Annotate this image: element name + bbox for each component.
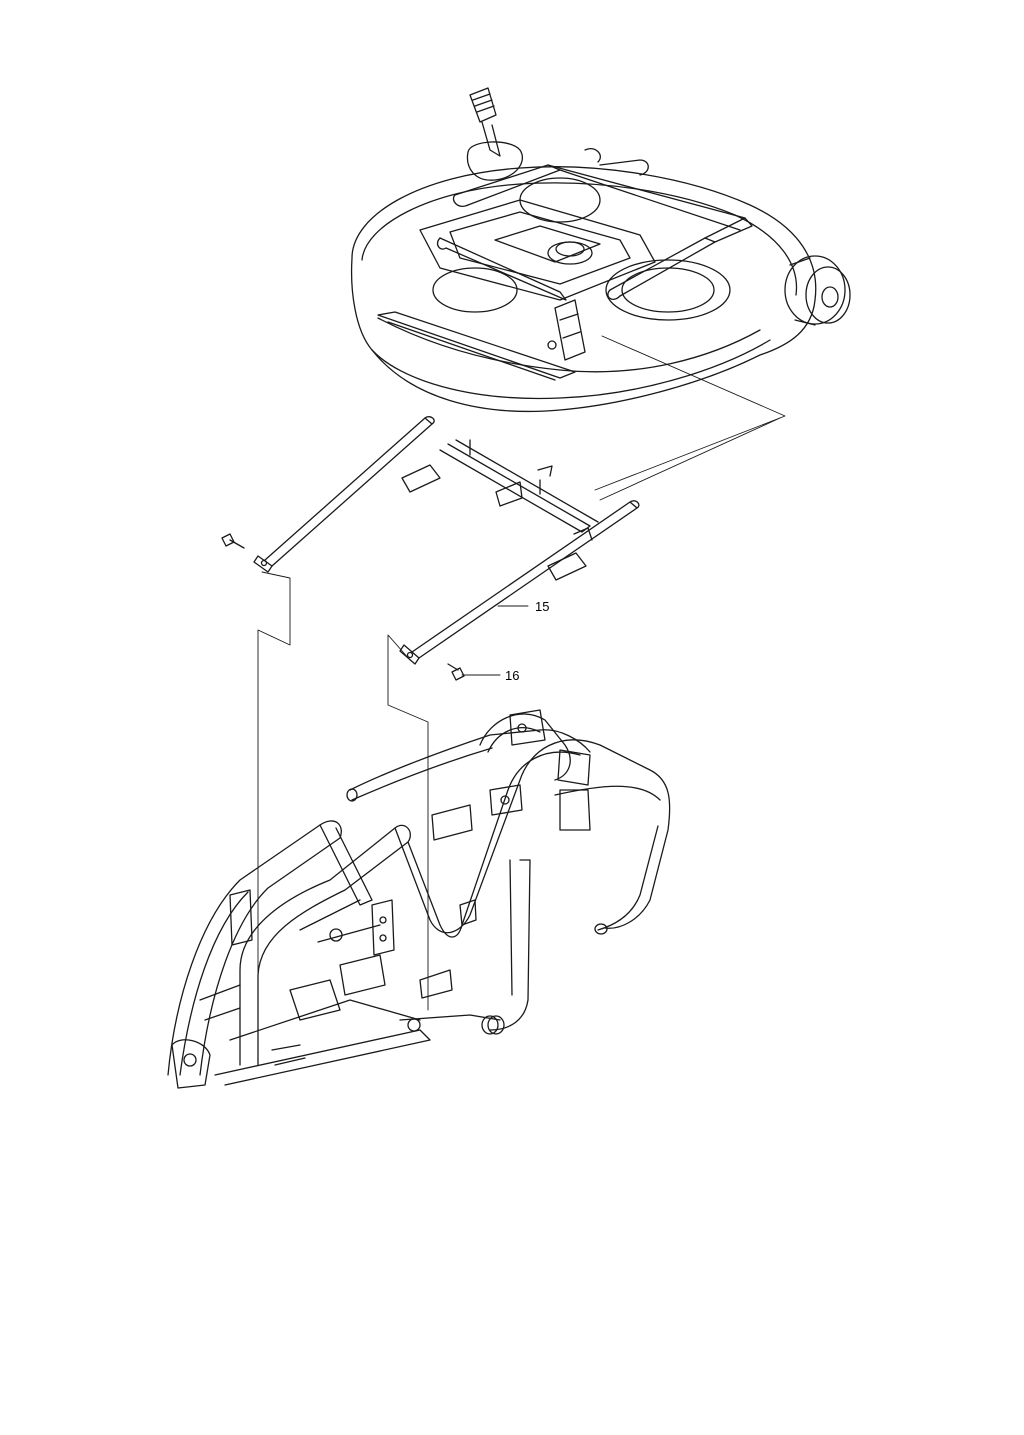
- lift-arm-assembly: [253, 416, 781, 665]
- mower-deck: [350, 87, 851, 491]
- bolt-rear: [221, 533, 245, 549]
- bolt-16: [447, 663, 465, 681]
- callout-15-label: 15: [535, 599, 549, 614]
- callout-16-label: 16: [505, 668, 519, 683]
- callout-16: 16: [461, 668, 519, 683]
- chassis-lever: [554, 785, 661, 801]
- alignment-lines: [257, 571, 429, 1046]
- chassis-frame: [167, 709, 671, 1089]
- callout-15: 15: [497, 599, 549, 614]
